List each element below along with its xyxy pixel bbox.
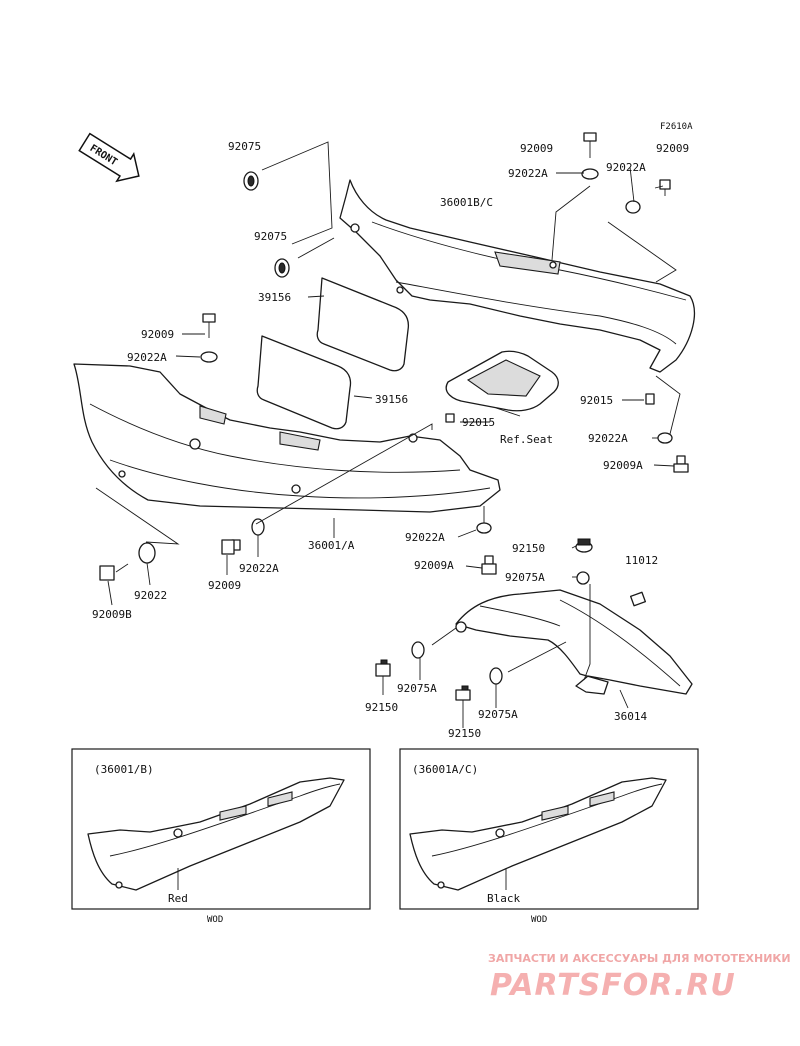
label-92022A-top: 92022A <box>508 167 548 180</box>
front-direction-arrow: FRONT <box>78 132 140 183</box>
inset-right-model: WOD <box>531 915 547 925</box>
cover-plate-39156-upper <box>316 277 410 372</box>
inset-left-title: (36001/B) <box>94 763 154 776</box>
label-92022A-right-lower: 92022A <box>588 432 628 445</box>
seat-bracket-ref-seat <box>445 350 559 423</box>
tail-cover-36014 <box>455 589 693 695</box>
watermark: ЗАПЧАСТИ И АКСЕССУАРЫ ДЛЯ МОТОТЕХНИКИ PA… <box>488 952 791 1003</box>
label-92075A-upper: 92075A <box>505 571 545 584</box>
label-92009B: 92009B <box>92 608 132 621</box>
label-36001BC: 36001B/C <box>440 196 493 209</box>
label-92075A-left: 92075A <box>397 682 437 695</box>
label-92022A-bottom: 92022A <box>239 562 279 575</box>
label-11012: 11012 <box>625 554 658 567</box>
label-92022A-left: 92022A <box>127 351 167 364</box>
label-92009A-right: 92009A <box>603 459 643 472</box>
inset-right-color: Black <box>487 892 520 905</box>
label-39156-lower: 39156 <box>375 393 408 406</box>
label-92075-lower: 92075 <box>254 230 287 243</box>
lower-side-cover-36001A <box>73 363 501 513</box>
inset-left-color: Red <box>168 892 188 905</box>
label-39156-upper: 39156 <box>258 291 291 304</box>
label-ref-seat: Ref.Seat <box>500 433 553 446</box>
watermark-brand: PARTSFOR.RU <box>490 968 736 1003</box>
watermark-tagline: ЗАПЧАСТИ И АКСЕССУАРЫ ДЛЯ МОТОТЕХНИКИ <box>488 952 791 965</box>
label-92009A-middle: 92009A <box>414 559 454 572</box>
label-92150-lower: 92150 <box>448 727 481 740</box>
label-92022A-right: 92022A <box>606 161 646 174</box>
inset-36001B: (36001/B) Red WOD <box>71 748 371 925</box>
label-92022A-middle: 92022A <box>405 531 445 544</box>
figure-code: F2610A <box>660 122 693 132</box>
label-92009-right: 92009 <box>656 142 689 155</box>
inset-right-title: (36001A/C) <box>412 763 478 776</box>
label-36001A: 36001/A <box>308 539 355 552</box>
upper-side-cover-36001BC <box>339 179 696 373</box>
label-92150-left: 92150 <box>365 701 398 714</box>
label-92150-upper: 92150 <box>512 542 545 555</box>
label-92075A-lower: 92075A <box>478 708 518 721</box>
label-92009-top: 92009 <box>520 142 553 155</box>
label-92075-upper: 92075 <box>228 140 261 153</box>
label-92009-left: 92009 <box>141 328 174 341</box>
label-92015-right: 92015 <box>580 394 613 407</box>
leader-lines <box>95 141 681 728</box>
label-36014: 36014 <box>614 710 647 723</box>
hardware-parts <box>99 132 689 701</box>
label-92009-bottom: 92009 <box>208 579 241 592</box>
part-number-labels: 92075 92075 39156 39156 92009 92022A 360… <box>92 140 689 740</box>
cover-plate-39156-lower <box>256 335 352 430</box>
label-92015-middle: 92015 <box>462 416 495 429</box>
inset-left-model: WOD <box>207 915 223 925</box>
inset-36001AC: (36001A/C) Black WOD <box>399 748 699 925</box>
label-92022: 92022 <box>134 589 167 602</box>
